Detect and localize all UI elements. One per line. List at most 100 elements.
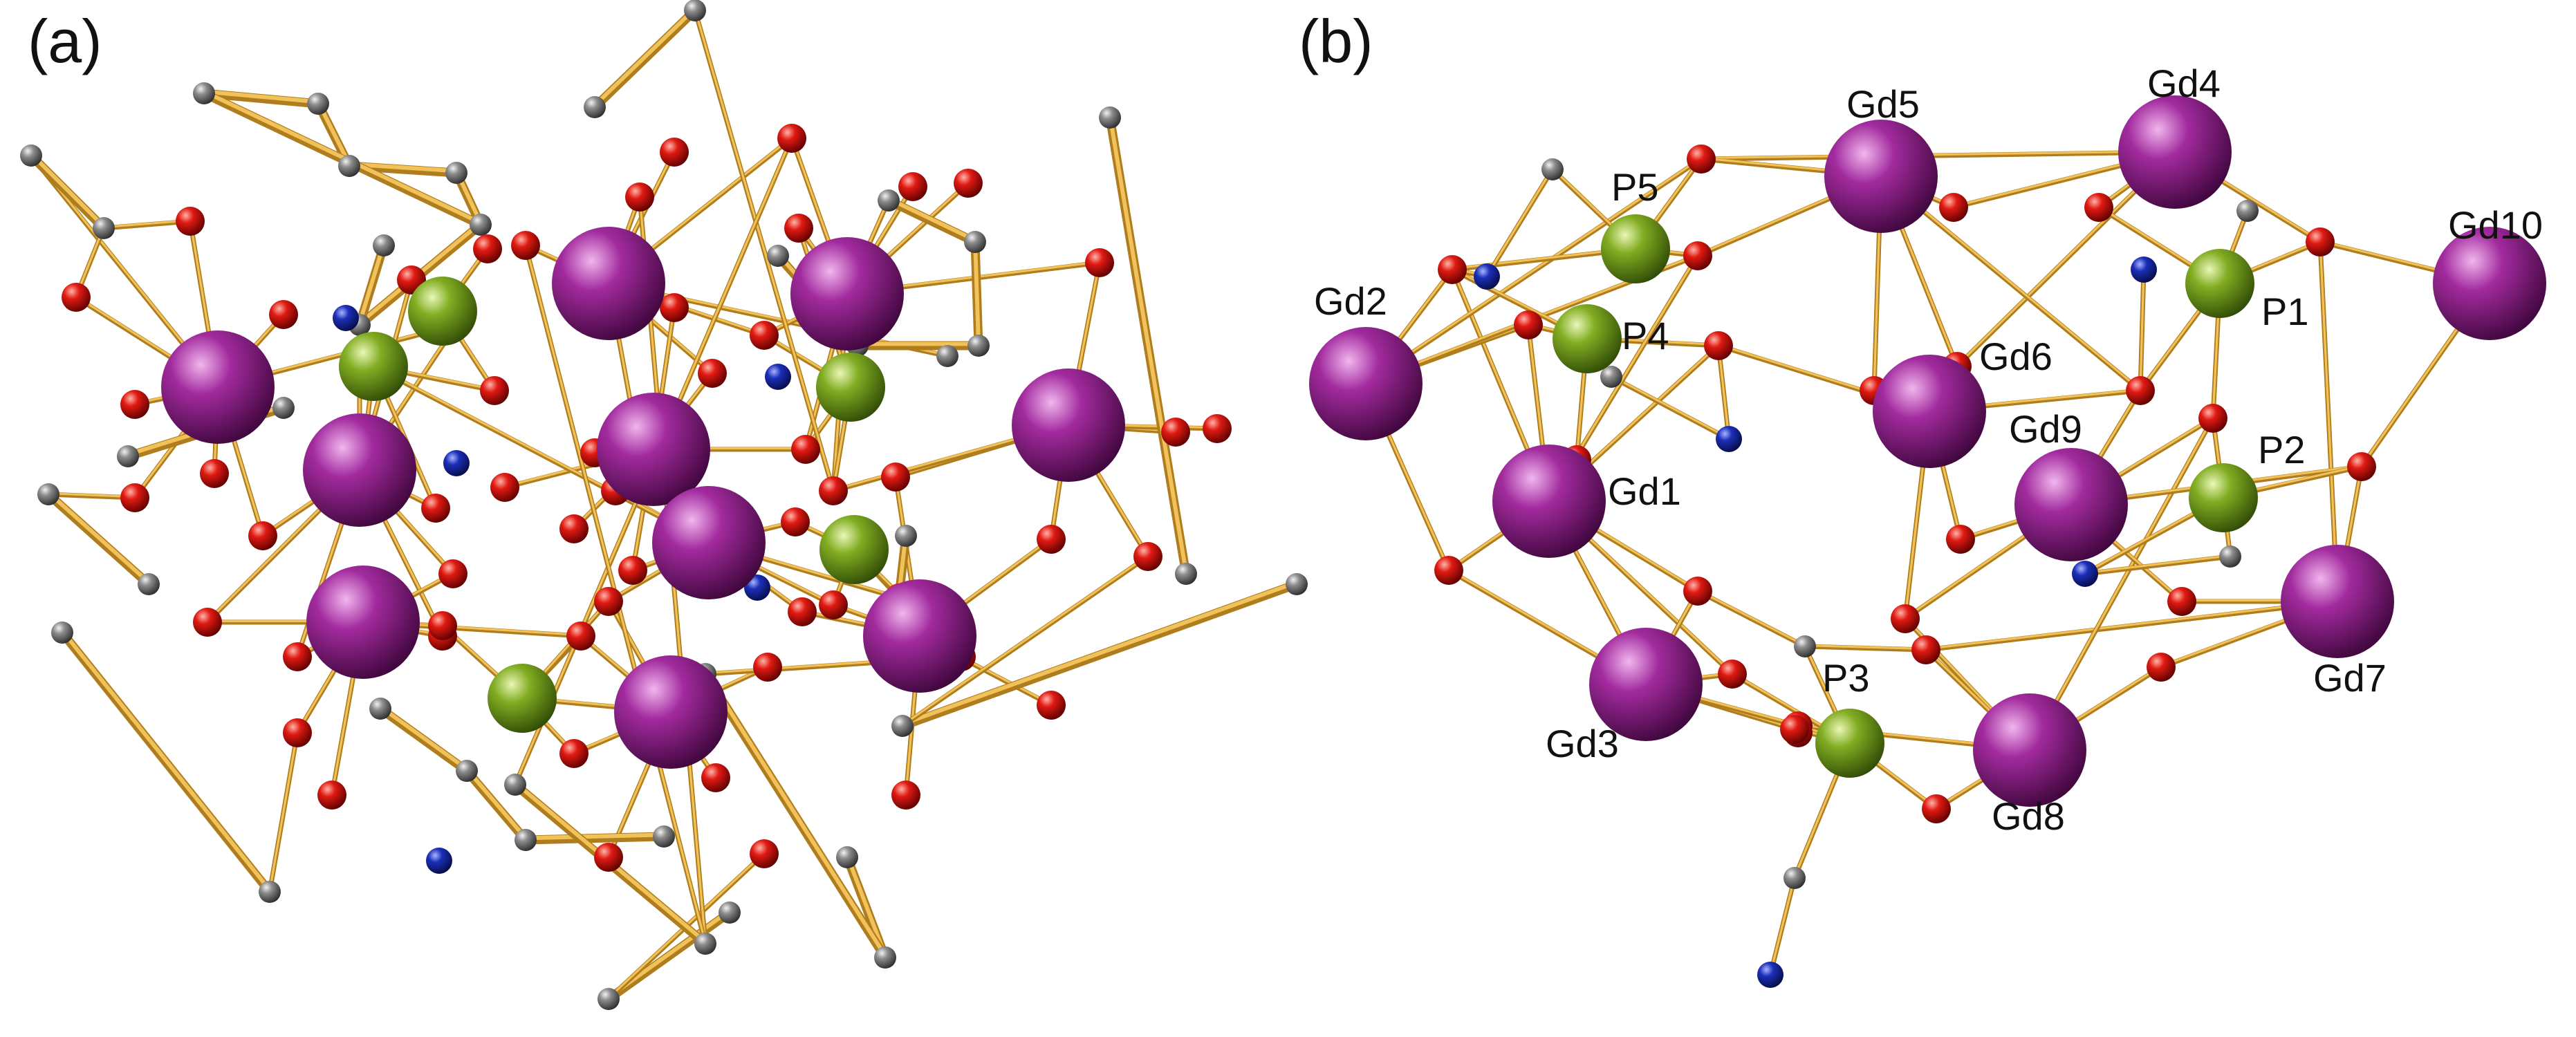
panel-a-atom-c bbox=[767, 245, 789, 267]
panel-a-atom-c bbox=[584, 96, 606, 118]
label-gd2: Gd2 bbox=[1314, 279, 1387, 323]
panel-b-atom-o bbox=[1704, 331, 1733, 360]
panel-a-atom-o bbox=[660, 138, 689, 167]
label-p5: P5 bbox=[1611, 165, 1659, 209]
panel-a-atom-o bbox=[701, 763, 730, 792]
panel-a-atom-o bbox=[753, 653, 782, 682]
panel-a-atom-c bbox=[515, 829, 537, 851]
panel-b-atom-p bbox=[1815, 709, 1884, 778]
panel-a-atom-o bbox=[1161, 418, 1190, 447]
panel-a-atom-c bbox=[878, 189, 900, 212]
panel-a-atom-o bbox=[750, 839, 779, 868]
panel-a-atom-c bbox=[20, 144, 42, 167]
label-gd8: Gd8 bbox=[1992, 794, 2065, 838]
panel-a-atom-o bbox=[421, 494, 450, 523]
panel-a-bond-highlight bbox=[593, 6, 697, 108]
panel-a-atom-c bbox=[37, 483, 59, 505]
panel-a-atom-o bbox=[954, 169, 983, 198]
panel-b-atom-c bbox=[2236, 200, 2259, 222]
panel-b-atom-o bbox=[2147, 653, 2176, 682]
panel-a-atom-p bbox=[819, 515, 889, 584]
panel-b-bond-highlight bbox=[2139, 268, 2145, 391]
panel-b-atom-o bbox=[2347, 452, 2376, 481]
label-p2: P2 bbox=[2258, 428, 2306, 471]
panel-b-atom-o bbox=[1718, 660, 1747, 689]
panel-a-atom-n bbox=[426, 848, 452, 874]
panel-a-atom-o bbox=[269, 300, 298, 329]
panel-a-atom-o bbox=[594, 587, 623, 616]
panel-a-atom-p bbox=[816, 353, 885, 422]
panel-a: (a) bbox=[20, 0, 1308, 1010]
panel-a-bond-highlight bbox=[465, 767, 528, 841]
panel-a-atom-o bbox=[566, 622, 595, 651]
panel-b-atom-o bbox=[1939, 193, 1968, 222]
panel-a-atom-o bbox=[120, 390, 149, 419]
atoms-panel-a bbox=[20, 0, 1308, 1010]
panel-b-atom-gd bbox=[1492, 445, 1606, 558]
panel-a-atom-o bbox=[1085, 248, 1114, 277]
panel-b-bond-highlight bbox=[1717, 344, 1730, 440]
panel-a-atom-gd bbox=[161, 330, 275, 444]
panel-a-atom-gd bbox=[790, 237, 904, 351]
panel-a-atom-c bbox=[504, 774, 526, 796]
panel-b-atom-gd bbox=[1589, 628, 1703, 741]
panel-b-atom-o bbox=[1946, 525, 1975, 554]
panel-a-atom-o bbox=[473, 234, 502, 263]
panel-a-atom-c bbox=[967, 335, 990, 357]
panel-b-bond-highlight bbox=[2319, 240, 2339, 602]
atoms-panel-b bbox=[1309, 95, 2546, 988]
panel-b-atom-o bbox=[1683, 241, 1712, 270]
panel-a-atom-n bbox=[443, 450, 470, 476]
panel-a-atom-gd bbox=[863, 579, 976, 693]
panel-a-atom-c bbox=[1099, 106, 1121, 129]
panel-b-bond-highlight bbox=[1925, 599, 2339, 651]
panel-a-atom-o bbox=[283, 718, 312, 747]
panel-b-atom-p bbox=[1601, 214, 1670, 283]
panel-a-atom-c bbox=[1286, 573, 1308, 595]
panel-a-atom-o bbox=[618, 556, 647, 585]
panel-a-atom-o bbox=[480, 376, 509, 405]
panel-b-bond-highlight bbox=[1804, 644, 1927, 651]
panel-a-atom-o bbox=[248, 521, 277, 550]
panel-a-atom-c bbox=[719, 901, 741, 924]
panel-b-atom-c bbox=[2219, 545, 2241, 568]
panel-a-bond-highlight bbox=[887, 196, 977, 243]
atom-labels-panel-b: Gd1 Gd2 Gd3 Gd4 Gd5 Gd6 Gd7 Gd8 Gd9 Gd10… bbox=[1314, 62, 2543, 838]
panel-a-atom-o bbox=[559, 739, 589, 768]
panel-a-atom-o bbox=[120, 483, 149, 512]
panel-b-atom-gd bbox=[2433, 227, 2546, 340]
panel-a-atom-c bbox=[936, 345, 958, 367]
panel-b-atom-o bbox=[1911, 635, 1940, 664]
panel-a-atom-c bbox=[193, 82, 215, 104]
panel-a-atom-c bbox=[470, 214, 492, 236]
panel-a-bond-highlight bbox=[46, 490, 151, 585]
panel-a-atom-o bbox=[1133, 542, 1162, 571]
panel-a-atom-c bbox=[694, 933, 716, 955]
panel-a-bond-highlight bbox=[347, 162, 458, 174]
panel-b-atom-gd bbox=[2281, 545, 2394, 658]
panel-a-atom-o bbox=[750, 321, 779, 350]
panel-a-atom-o bbox=[788, 597, 817, 626]
panel-a-bond-highlight bbox=[202, 89, 320, 104]
panel-a-bond-highlight bbox=[1108, 113, 1188, 574]
panel-b-atom-n bbox=[2072, 561, 2098, 587]
panel-a-atom-o bbox=[511, 231, 540, 260]
panel-b-atom-n bbox=[1716, 426, 1742, 452]
panel-a-atom-c bbox=[1175, 563, 1197, 585]
panel-b-atom-gd bbox=[2014, 448, 2128, 561]
panel-a-atom-c bbox=[259, 881, 281, 903]
panel-a-atom-p bbox=[488, 664, 557, 733]
panel-b-bond-highlight bbox=[1769, 876, 1796, 975]
panel-a-atom-c bbox=[653, 825, 675, 848]
panel-a-bond-highlight bbox=[694, 8, 835, 492]
panel-a-atom-o bbox=[283, 642, 312, 671]
panel-a-bond-highlight bbox=[358, 241, 386, 326]
panel-b-atom-p bbox=[2189, 463, 2258, 532]
panel-a-atom-o bbox=[438, 559, 467, 588]
panel-a-atom-o bbox=[62, 283, 91, 312]
panel-b-atom-p bbox=[2185, 249, 2254, 318]
panel-a-bond-highlight bbox=[703, 670, 887, 958]
panel-b-atom-gd bbox=[1873, 355, 1986, 468]
panel-b-bond-highlight bbox=[1364, 157, 1703, 384]
panel-label-a: (a) bbox=[28, 7, 102, 75]
